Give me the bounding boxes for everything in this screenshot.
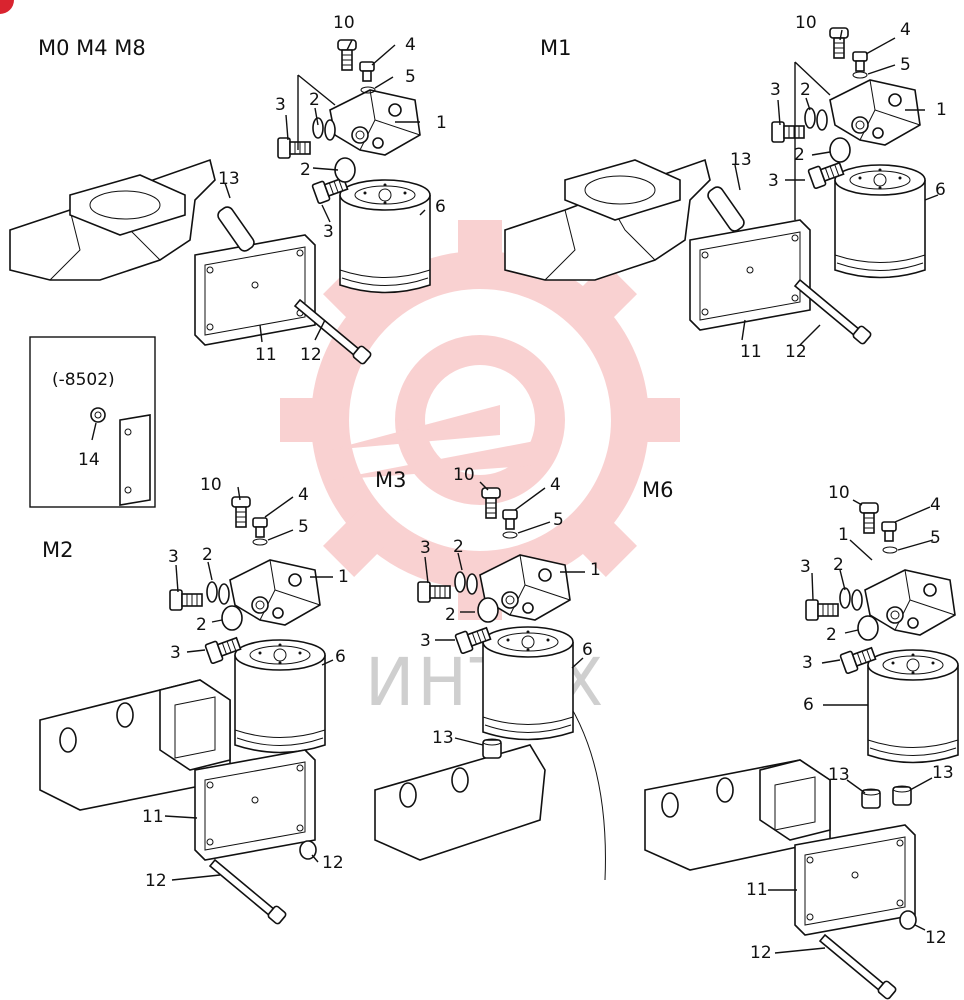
label-part-3: 3 [420,538,431,558]
label-part-10: 10 [200,475,222,495]
label-part-3: 3 [768,171,779,191]
label-part-6: 6 [935,180,946,200]
label-part-2: 2 [800,80,811,100]
view-m2: M2 10 4 5 3 2 1 2 3 [39,475,349,926]
label-part-10: 10 [795,13,817,33]
label-part-3: 3 [802,653,813,673]
label-part-6: 6 [335,647,346,667]
label-part-3: 3 [800,557,811,577]
label-part-2: 2 [445,605,456,625]
label-part-2: 2 [453,537,464,557]
label-part-12: 12 [145,871,167,891]
label-part-11: 11 [255,345,277,365]
label-part-1: 1 [936,100,947,120]
label-part-13: 13 [218,169,240,189]
label-part-1: 1 [838,525,849,545]
label-part-2: 2 [300,160,311,180]
label-part-3: 3 [420,631,431,651]
label-part-11: 11 [740,342,762,362]
label-part-6: 6 [582,640,593,660]
view-title-m0m4m8: M0 M4 M8 [38,36,146,60]
label-part-4: 4 [900,20,911,40]
label-part-2: 2 [833,555,844,575]
view-title-m3: M3 [375,468,406,492]
label-part-13: 13 [932,763,954,783]
label-part-12: 12 [785,342,807,362]
view-title-m1: M1 [540,36,571,60]
label-part-13: 13 [828,765,850,785]
view-m1: M1 10 4 5 3 2 1 2 13 3 [504,13,947,362]
label-part-2: 2 [794,145,805,165]
label-part-4: 4 [930,495,941,515]
label-part-5: 5 [930,528,941,548]
label-part-3: 3 [323,222,334,242]
label-part-4: 4 [298,485,309,505]
label-part-4: 4 [405,35,416,55]
label-part-5: 5 [553,510,564,530]
view-m6: M6 10 4 5 1 3 [642,478,959,1000]
label-part-6: 6 [803,695,814,715]
label-part-2: 2 [202,545,213,565]
label-part-5: 5 [298,517,309,537]
label-part-13: 13 [730,150,752,170]
label-part-5: 5 [900,55,911,75]
label-part-3: 3 [770,80,781,100]
label-part-1: 1 [436,113,447,133]
label-part-4: 4 [550,475,561,495]
label-part-2: 2 [196,615,207,635]
label-part-11: 11 [142,807,164,827]
label-part-3: 3 [168,547,179,567]
label-part-1: 1 [590,560,601,580]
label-part-12: 12 [300,345,322,365]
label-part-2: 2 [826,625,837,645]
label-part-2: 2 [309,90,320,110]
watermark [280,220,680,620]
view-title-m6: M6 [642,478,673,502]
label-part-10: 10 [453,465,475,485]
label-part-12: 12 [322,853,344,873]
label-part-6: 6 [435,197,446,217]
inset-code: (-8502) [52,370,115,390]
label-part-10: 10 [333,13,355,33]
label-part-14: 14 [78,450,100,470]
label-part-12: 12 [750,943,772,963]
label-part-13: 13 [432,728,454,748]
view-m3: M3 10 4 5 3 2 1 2 3 6 13 [374,465,606,881]
label-part-12: 12 [925,928,947,948]
view-m0m4m8: M0 M4 M8 10 4 5 3 2 1 [9,13,447,366]
label-part-1: 1 [338,567,349,587]
view-title-m2: M2 [42,538,73,562]
label-part-11: 11 [746,880,768,900]
label-part-3: 3 [170,643,181,663]
label-part-5: 5 [405,67,416,87]
label-part-10: 10 [828,483,850,503]
label-part-3: 3 [275,95,286,115]
inset-8502: (-8502) 14 [29,336,156,508]
